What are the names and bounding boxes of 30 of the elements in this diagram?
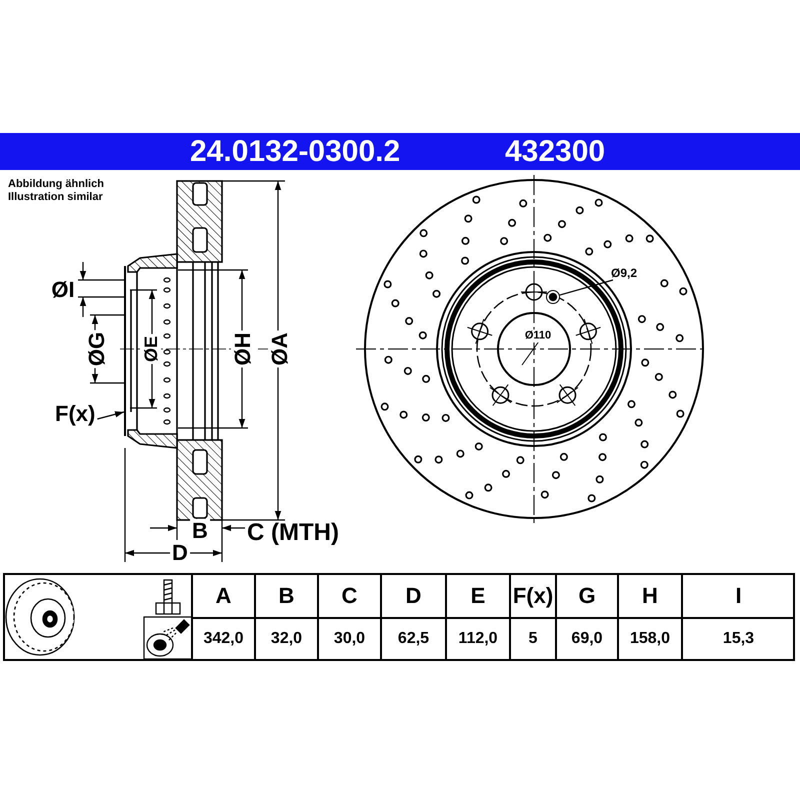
table-cell: 69,0 bbox=[555, 617, 617, 659]
table-cell: 32,0 bbox=[254, 617, 317, 659]
column-header: H bbox=[617, 575, 681, 617]
table-cell: 5 bbox=[509, 617, 555, 659]
column-header: A bbox=[191, 575, 254, 617]
table-cell: 15,3 bbox=[681, 617, 794, 659]
column-header: D bbox=[380, 575, 445, 617]
column-header: G bbox=[555, 575, 617, 617]
dimension-label: ØA bbox=[268, 330, 292, 368]
column-header: E bbox=[445, 575, 509, 617]
column-header: F(x) bbox=[509, 575, 555, 617]
column-header: C bbox=[317, 575, 380, 617]
part-number: 24.0132-0300.2 bbox=[190, 137, 400, 167]
column-header: B bbox=[254, 575, 317, 617]
leader-arrow bbox=[97, 411, 124, 420]
note-text: Abbildung ähnlich Illustration similar bbox=[8, 178, 105, 204]
part-number: 432300 bbox=[505, 137, 606, 167]
drilled-hole bbox=[546, 290, 560, 304]
table-cell: 112,0 bbox=[445, 617, 509, 659]
dimension-label: C (MTH) bbox=[247, 521, 339, 545]
dimension-label: Ø9,2 bbox=[611, 267, 638, 279]
table-cell: 30,0 bbox=[317, 617, 380, 659]
column-header: I bbox=[681, 575, 794, 617]
table-cell: 342,0 bbox=[191, 617, 254, 659]
table-cell: 62,5 bbox=[380, 617, 445, 659]
dimension-label: ØH bbox=[231, 330, 255, 368]
table-cell: 158,0 bbox=[617, 617, 681, 659]
dimension-label: F(x) bbox=[55, 403, 96, 425]
dimension-label: ØE bbox=[141, 334, 161, 364]
dimension-label: Ø110 bbox=[522, 330, 554, 342]
